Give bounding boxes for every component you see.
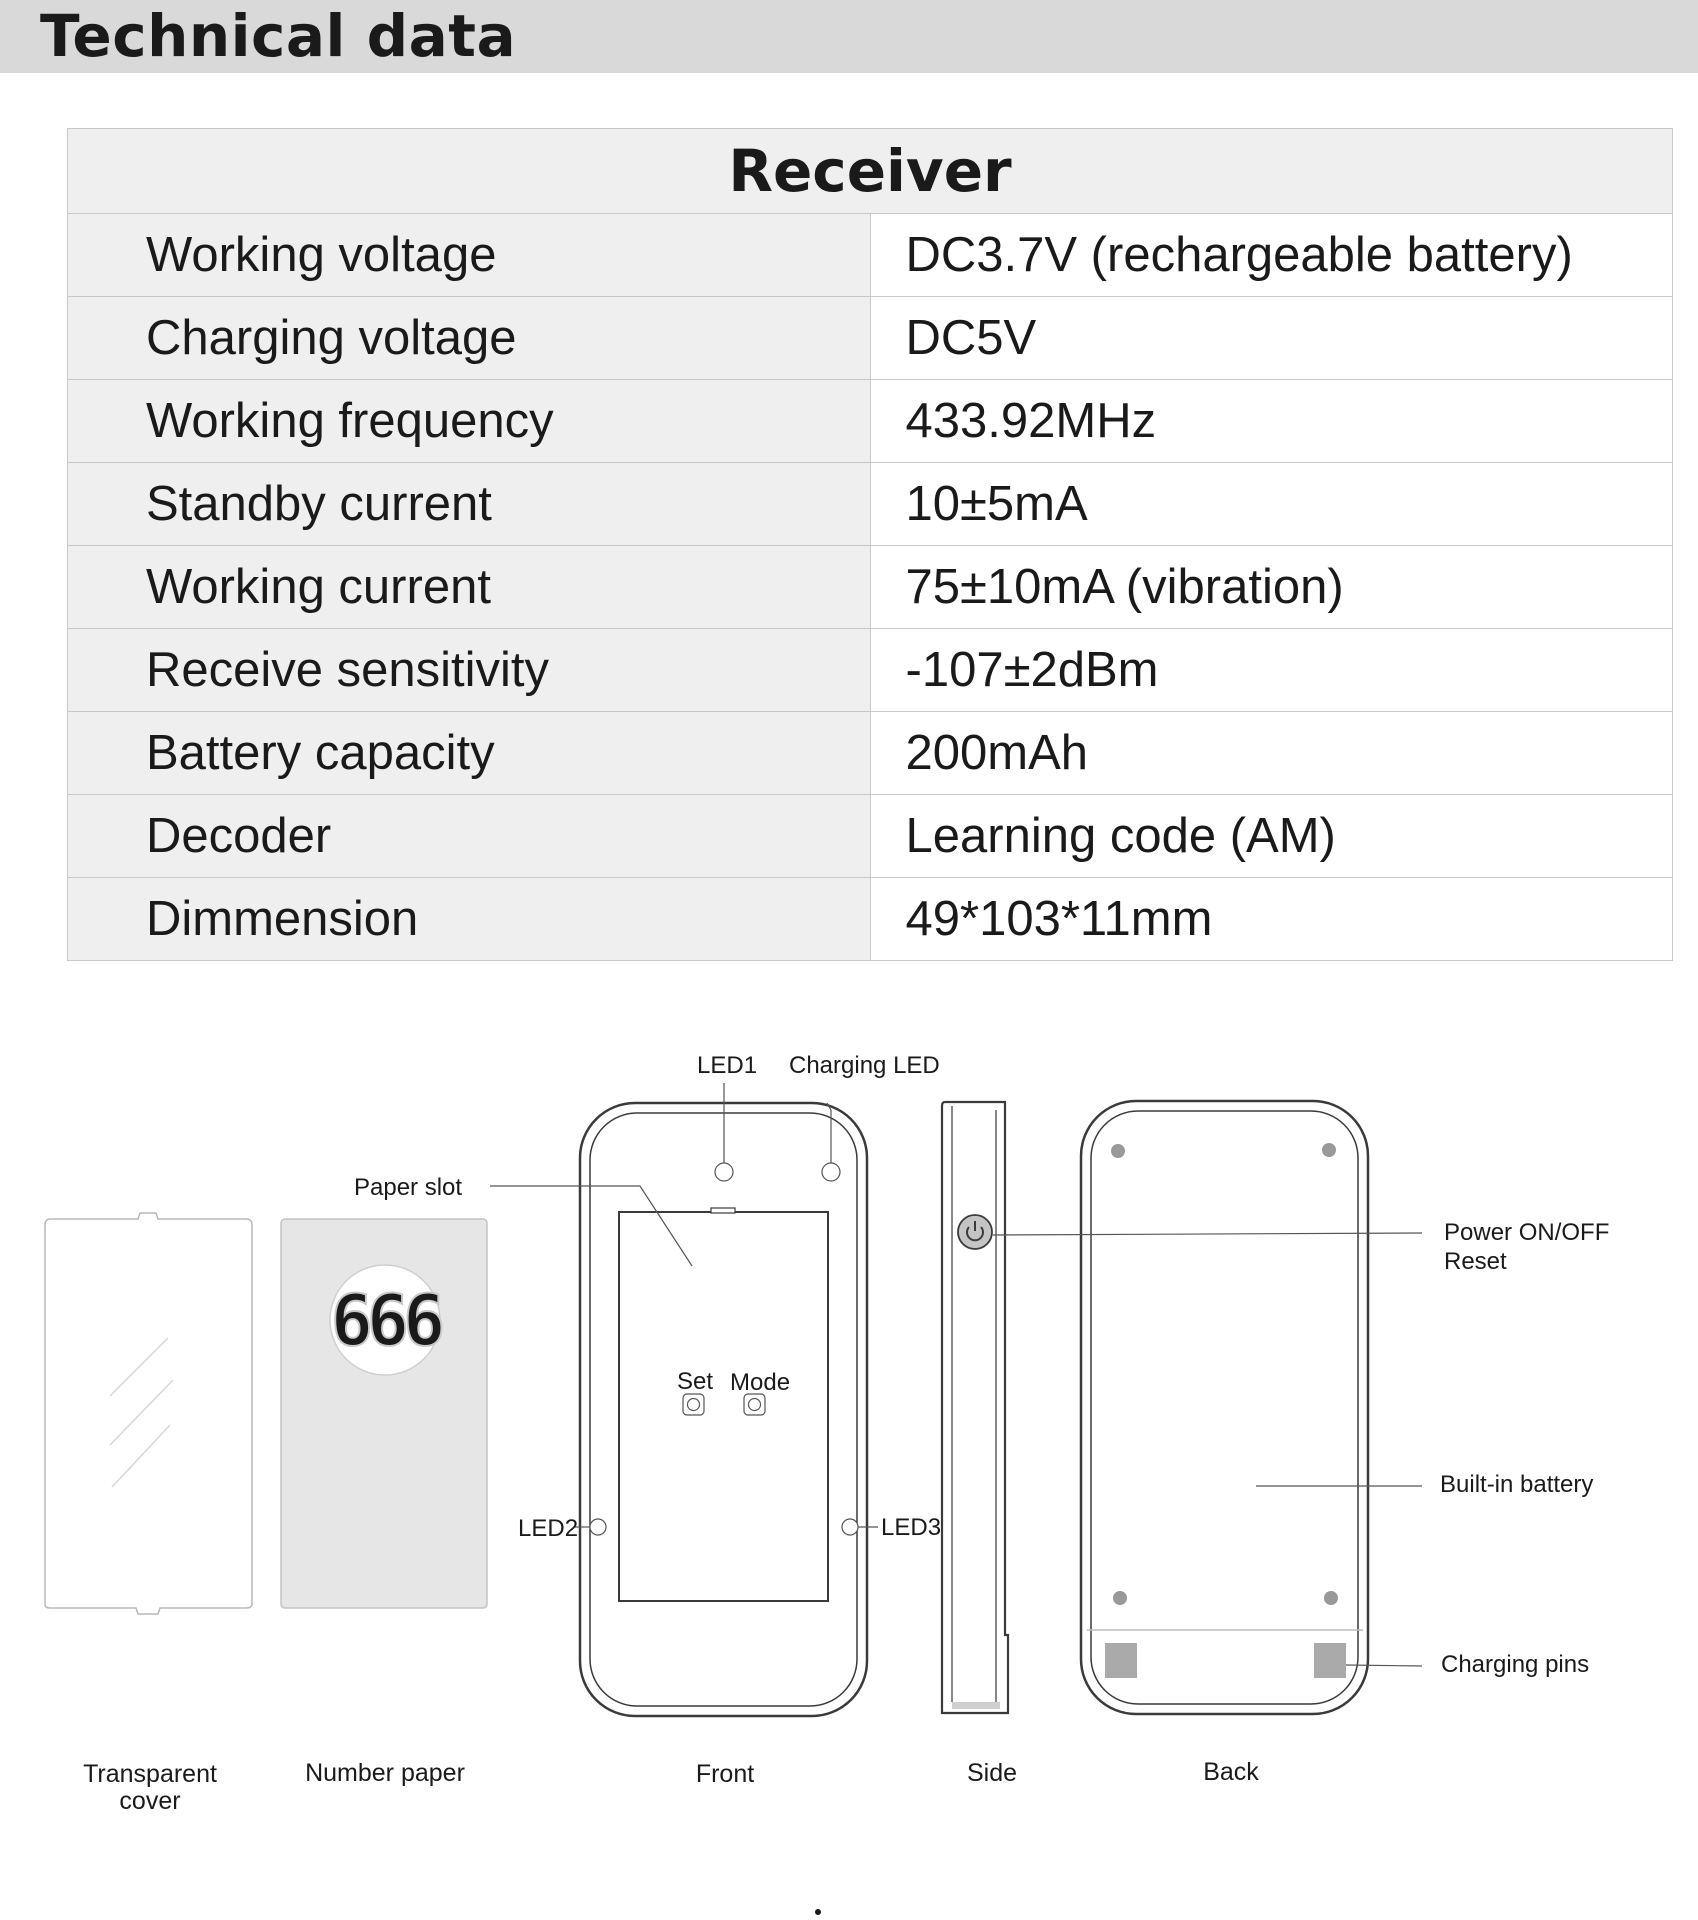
spec-label: Charging voltage [67,296,871,380]
transparent-cover-caption: Transparent [83,1760,217,1788]
side-view-drawing [940,1100,1010,1715]
led1-label: LED1 [697,1052,757,1079]
front-view-drawing [490,1083,878,1718]
spec-table: Receiver Working voltage DC3.7V (recharg… [67,128,1673,961]
spec-value: Learning code (AM) [869,794,1673,878]
built-in-battery-label: Built-in battery [1440,1471,1593,1498]
spec-value: DC5V [869,296,1673,380]
leader-lines [992,1232,1423,1667]
spec-value: 75±10mA (vibration) [869,545,1673,629]
charging-led-label: Charging LED [789,1052,940,1079]
table-row: Receive sensitivity -107±2dBm [67,628,1673,712]
spec-label: Working current [67,545,871,629]
title-bar: Technical data [0,0,1698,73]
spec-value: 433.92MHz [869,379,1673,463]
spec-value: 49*103*11mm [869,877,1673,961]
power-label: Power ON/OFF [1444,1219,1609,1246]
reset-label: Reset [1444,1248,1507,1275]
table-row: Standby current 10±5mA [67,462,1673,546]
spec-label: Working voltage [67,213,871,297]
back-view-drawing [1079,1099,1370,1716]
table-row: Working current 75±10mA (vibration) [67,545,1673,629]
table-row: Battery capacity 200mAh [67,711,1673,795]
spec-label: Decoder [67,794,871,878]
spec-label: Dimmension [67,877,871,961]
led2-label: LED2 [518,1515,578,1542]
mode-label: Mode [730,1369,790,1396]
transparent-cover-drawing [44,1212,253,1615]
page-dot [815,1909,821,1915]
table-row: Decoder Learning code (AM) [67,794,1673,878]
transparent-cover-caption-2: cover [119,1787,180,1815]
number-paper-caption: Number paper [305,1759,465,1787]
page-title: Technical data [40,2,517,70]
display-digits: 666 [331,1280,442,1362]
spec-label: Battery capacity [67,711,871,795]
table-row: Charging voltage DC5V [67,296,1673,380]
spec-label: Working frequency [67,379,871,463]
spec-value: 200mAh [869,711,1673,795]
front-caption: Front [696,1760,754,1788]
spec-value: -107±2dBm [869,628,1673,712]
back-caption: Back [1203,1758,1259,1786]
spec-table-heading: Receiver [67,128,1673,214]
spec-label: Standby current [67,462,871,546]
led3-label: LED3 [881,1514,941,1541]
spec-table-header-row: Receiver [67,128,1673,214]
spec-value: 10±5mA [869,462,1673,546]
paper-slot-label: Paper slot [354,1174,462,1201]
table-row: Working frequency 433.92MHz [67,379,1673,463]
table-row: Dimmension 49*103*11mm [67,877,1673,961]
charging-pins-label: Charging pins [1441,1651,1589,1678]
number-paper-drawing: 666 [280,1218,488,1609]
table-row: Working voltage DC3.7V (rechargeable bat… [67,213,1673,297]
side-caption: Side [967,1759,1017,1787]
set-label: Set [677,1368,713,1395]
